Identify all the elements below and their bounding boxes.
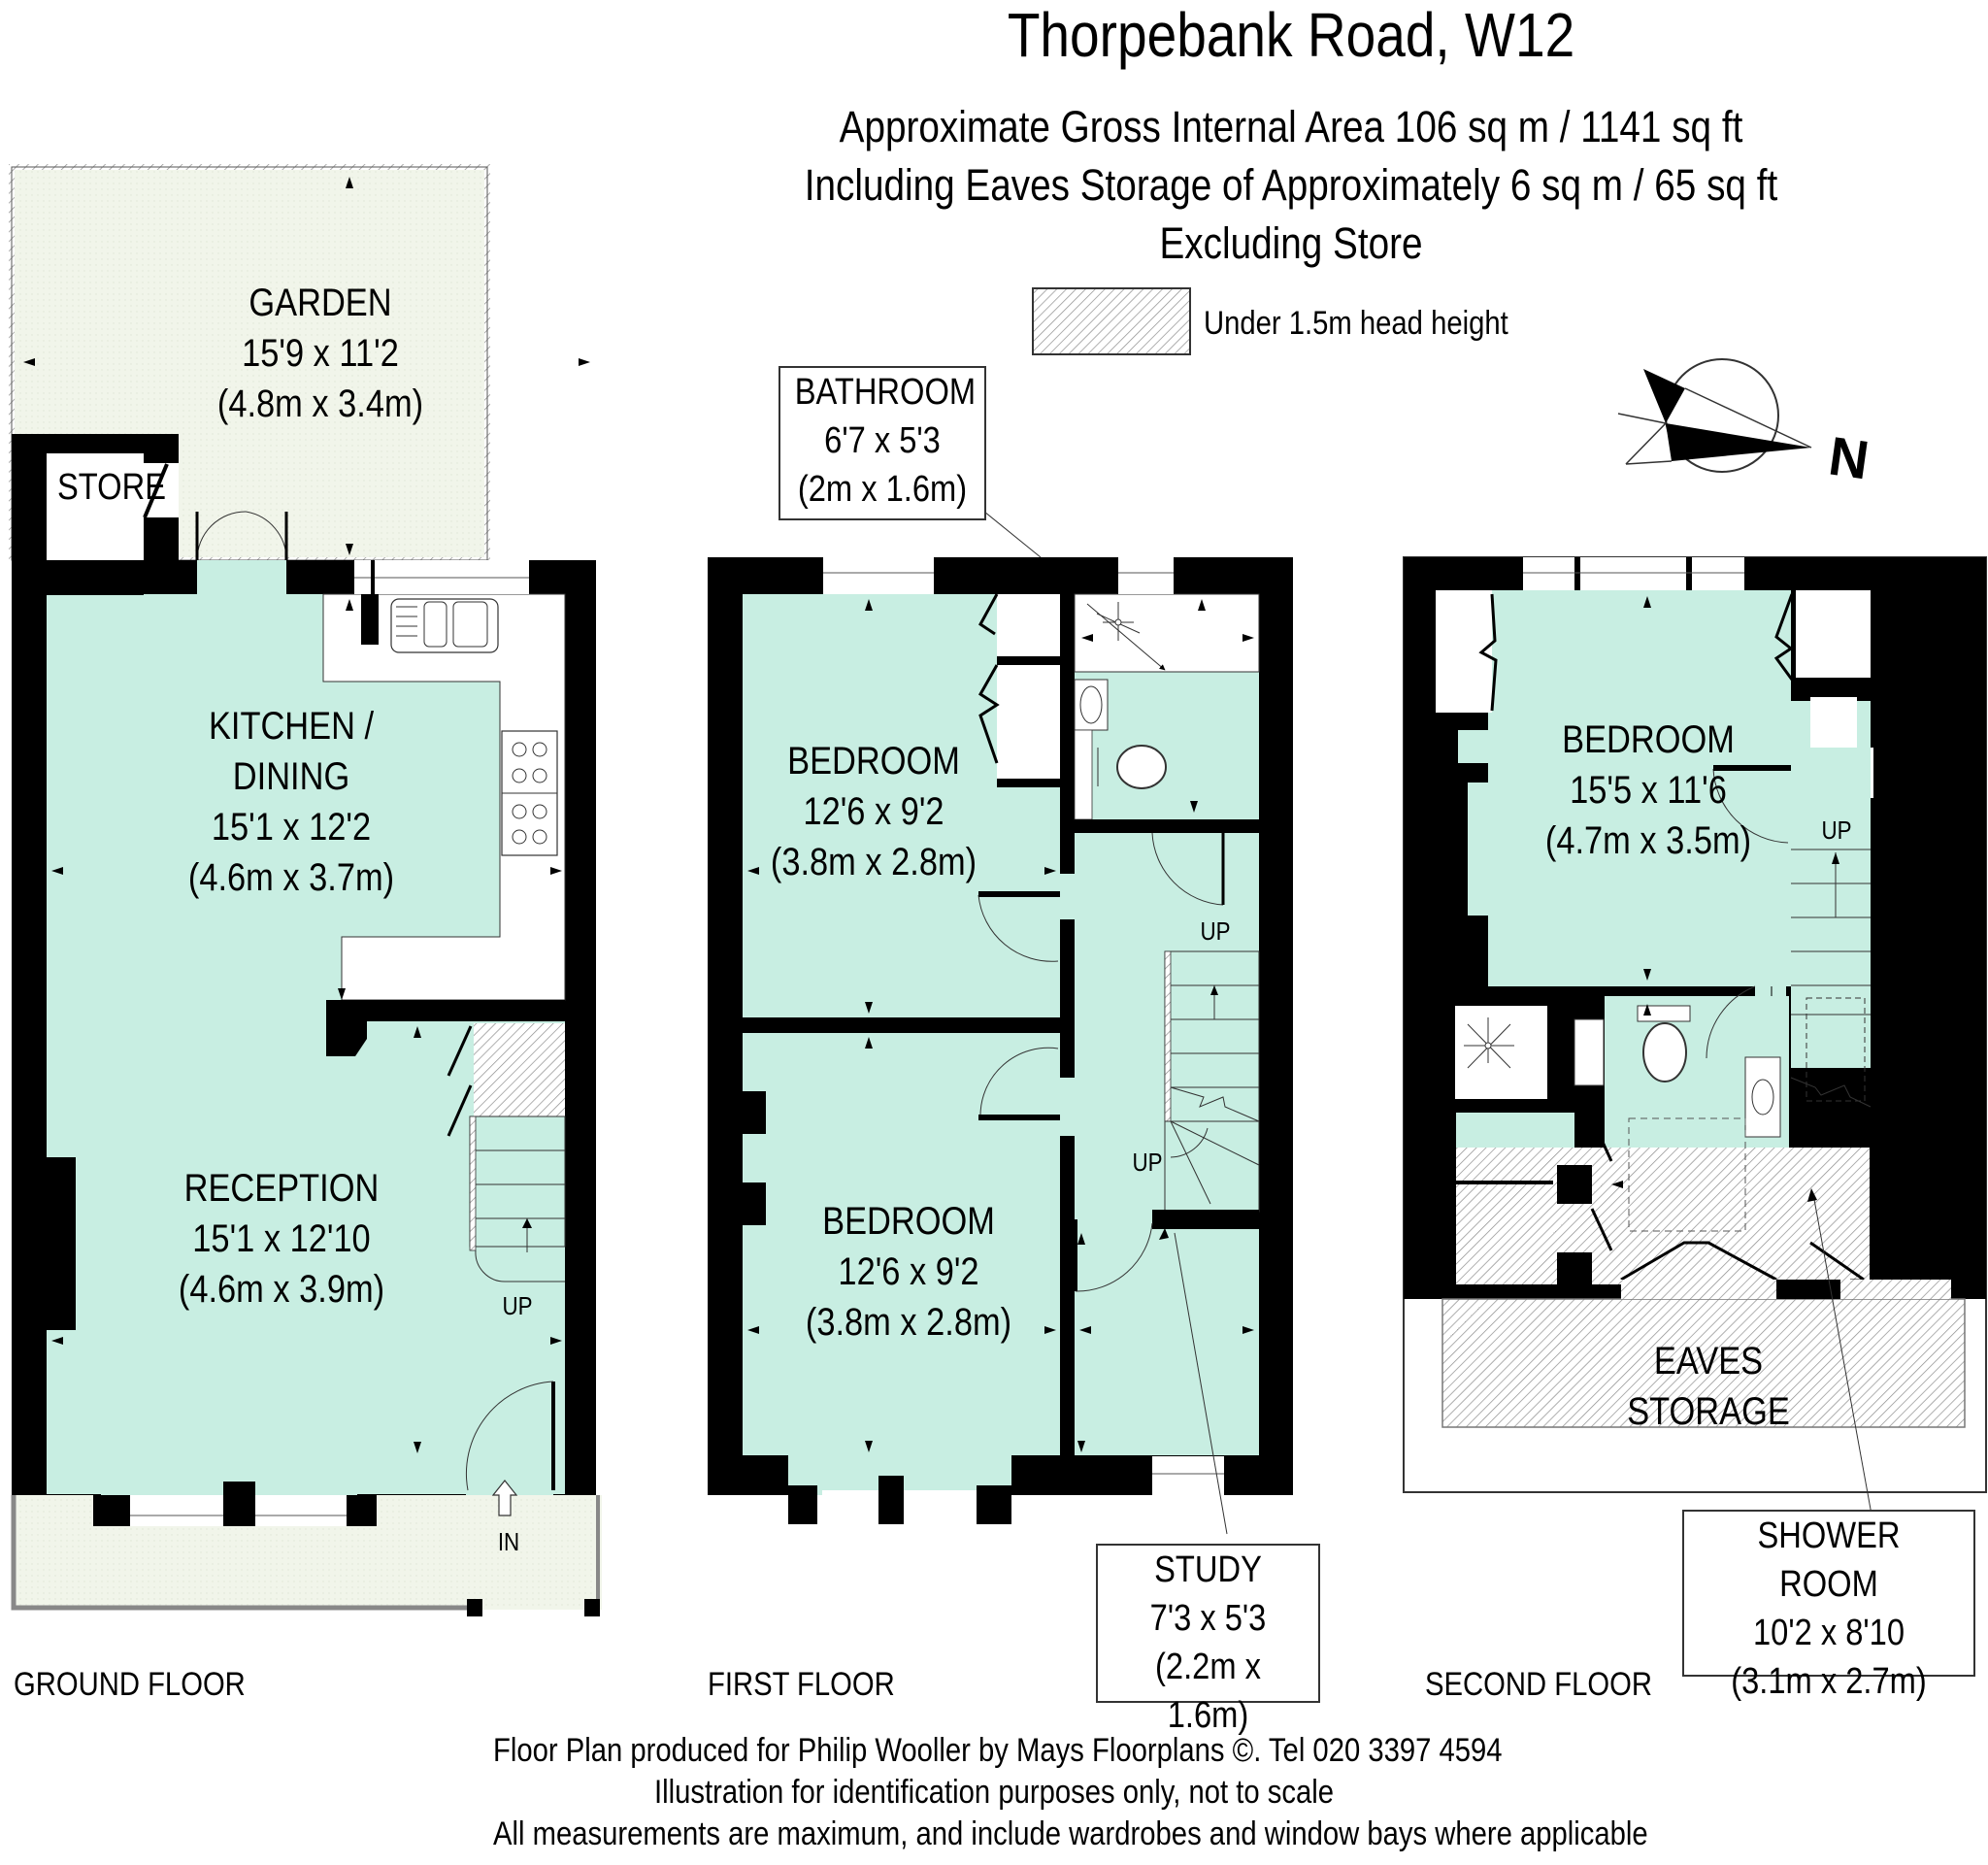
room-size-metric: (4.6m x 3.9m) xyxy=(178,1268,385,1311)
room-size-metric: (3.1m x 2.7m) xyxy=(1731,1661,1927,1702)
callout-bathroom: BATHROOM 6'7 x 5'3 (2m x 1.6m) xyxy=(779,366,986,520)
room-label-garden: GARDEN 15'9 x 11'2 (4.8m x 3.4m) xyxy=(136,278,505,429)
shower-icon xyxy=(1464,1017,1514,1069)
room-size-imperial: 10'2 x 8'10 xyxy=(1752,1613,1905,1653)
second-floor-plan xyxy=(1403,556,1987,1515)
room-name-line-2: STORAGE xyxy=(1627,1390,1790,1433)
floor-label-second: SECOND FLOOR xyxy=(1425,1666,1652,1703)
stairs-up-label: UP xyxy=(1200,916,1231,946)
room-label-kitchen-dining: KITCHEN / DINING 15'1 x 12'2 (4.6m x 3.7… xyxy=(107,701,476,903)
shower-icon xyxy=(1096,602,1141,641)
room-name: STORE xyxy=(57,467,166,508)
room-label-reception: RECEPTION 15'1 x 12'10 (4.6m x 3.9m) xyxy=(97,1163,466,1315)
svg-text:N: N xyxy=(1825,424,1872,490)
floor-label-first: FIRST FLOOR xyxy=(708,1666,895,1703)
room-name: KITCHEN / xyxy=(208,705,375,748)
callout-shower-room: SHOWER ROOM 10'2 x 8'10 (3.1m x 2.7m) xyxy=(1682,1510,1975,1702)
floor-label-ground: GROUND FLOOR xyxy=(14,1666,246,1703)
room-size-imperial: 15'1 x 12'10 xyxy=(192,1217,371,1260)
room-label-store: STORE xyxy=(29,462,194,513)
room-label-bedroom-front: BEDROOM 12'6 x 9'2 (3.8m x 2.8m) xyxy=(689,736,1058,887)
room-label-eaves-storage: EAVES STORAGE xyxy=(1524,1336,1893,1437)
room-name: STUDY xyxy=(1154,1549,1262,1590)
room-size-imperial: 6'7 x 5'3 xyxy=(824,420,941,461)
entrance-label: IN xyxy=(497,1527,520,1556)
footer-credit: Floor Plan produced for Philip Wooller b… xyxy=(493,1732,1503,1769)
room-name: BATHROOM xyxy=(794,372,977,413)
room-name: BEDROOM xyxy=(822,1200,995,1243)
gross-area-text: Approximate Gross Internal Area 106 sq m… xyxy=(839,102,1743,151)
footer-measurements-note: All measurements are maximum, and includ… xyxy=(493,1815,1648,1852)
room-name-line-2: DINING xyxy=(232,755,350,798)
room-size-metric: (4.7m x 3.5m) xyxy=(1544,819,1752,862)
ground-floor-plan xyxy=(9,164,602,1616)
room-size-metric: (3.8m x 2.8m) xyxy=(805,1301,1012,1344)
excluding-store-text: Excluding Store xyxy=(1159,218,1423,268)
room-size-imperial: 12'6 x 9'2 xyxy=(803,790,944,833)
first-floor-plan xyxy=(708,502,1293,1535)
room-size-metric: (2m x 1.6m) xyxy=(797,469,968,510)
room-size-metric: (4.8m x 3.4m) xyxy=(216,383,424,425)
room-size-metric: (4.6m x 3.7m) xyxy=(187,856,395,899)
eaves-area-text: Including Eaves Storage of Approximately… xyxy=(804,160,1778,210)
hob-icon xyxy=(501,730,558,856)
room-name: BEDROOM xyxy=(787,740,960,783)
room-name: GARDEN xyxy=(248,282,392,324)
room-size-metric: (2.2m x 1.6m) xyxy=(1155,1647,1261,1736)
room-name: RECEPTION xyxy=(183,1167,380,1210)
room-size-imperial: 15'1 x 12'2 xyxy=(211,806,372,849)
stairs-up-label: UP xyxy=(502,1291,533,1320)
room-size-imperial: 7'3 x 5'3 xyxy=(1149,1598,1267,1639)
room-name: BEDROOM xyxy=(1562,718,1735,761)
room-label-bedroom-rear: BEDROOM 12'6 x 9'2 (3.8m x 2.8m) xyxy=(724,1196,1093,1348)
north-arrow-icon: N xyxy=(1617,358,1872,491)
footer-disclaimer: Illustration for identification purposes… xyxy=(654,1774,1334,1811)
room-size-metric: (3.8m x 2.8m) xyxy=(770,841,977,883)
legend-hatch-swatch xyxy=(1032,287,1191,355)
room-label-bedroom-second: BEDROOM 15'5 x 11'6 (4.7m x 3.5m) xyxy=(1464,715,1833,866)
room-size-imperial: 15'9 x 11'2 xyxy=(242,332,399,375)
room-size-imperial: 12'6 x 9'2 xyxy=(838,1250,979,1293)
stairs-up-label: UP xyxy=(1821,816,1852,845)
stairs-up-label: UP xyxy=(1132,1148,1163,1177)
room-name: SHOWER ROOM xyxy=(1757,1515,1901,1605)
room-size-imperial: 15'5 x 11'6 xyxy=(1570,769,1727,812)
room-name: EAVES xyxy=(1653,1340,1764,1382)
callout-study: STUDY 7'3 x 5'3 (2.2m x 1.6m) xyxy=(1096,1544,1320,1736)
legend-label: Under 1.5m head height xyxy=(1204,305,1508,342)
plan-title: Thorpebank Road, W12 xyxy=(1007,0,1575,70)
